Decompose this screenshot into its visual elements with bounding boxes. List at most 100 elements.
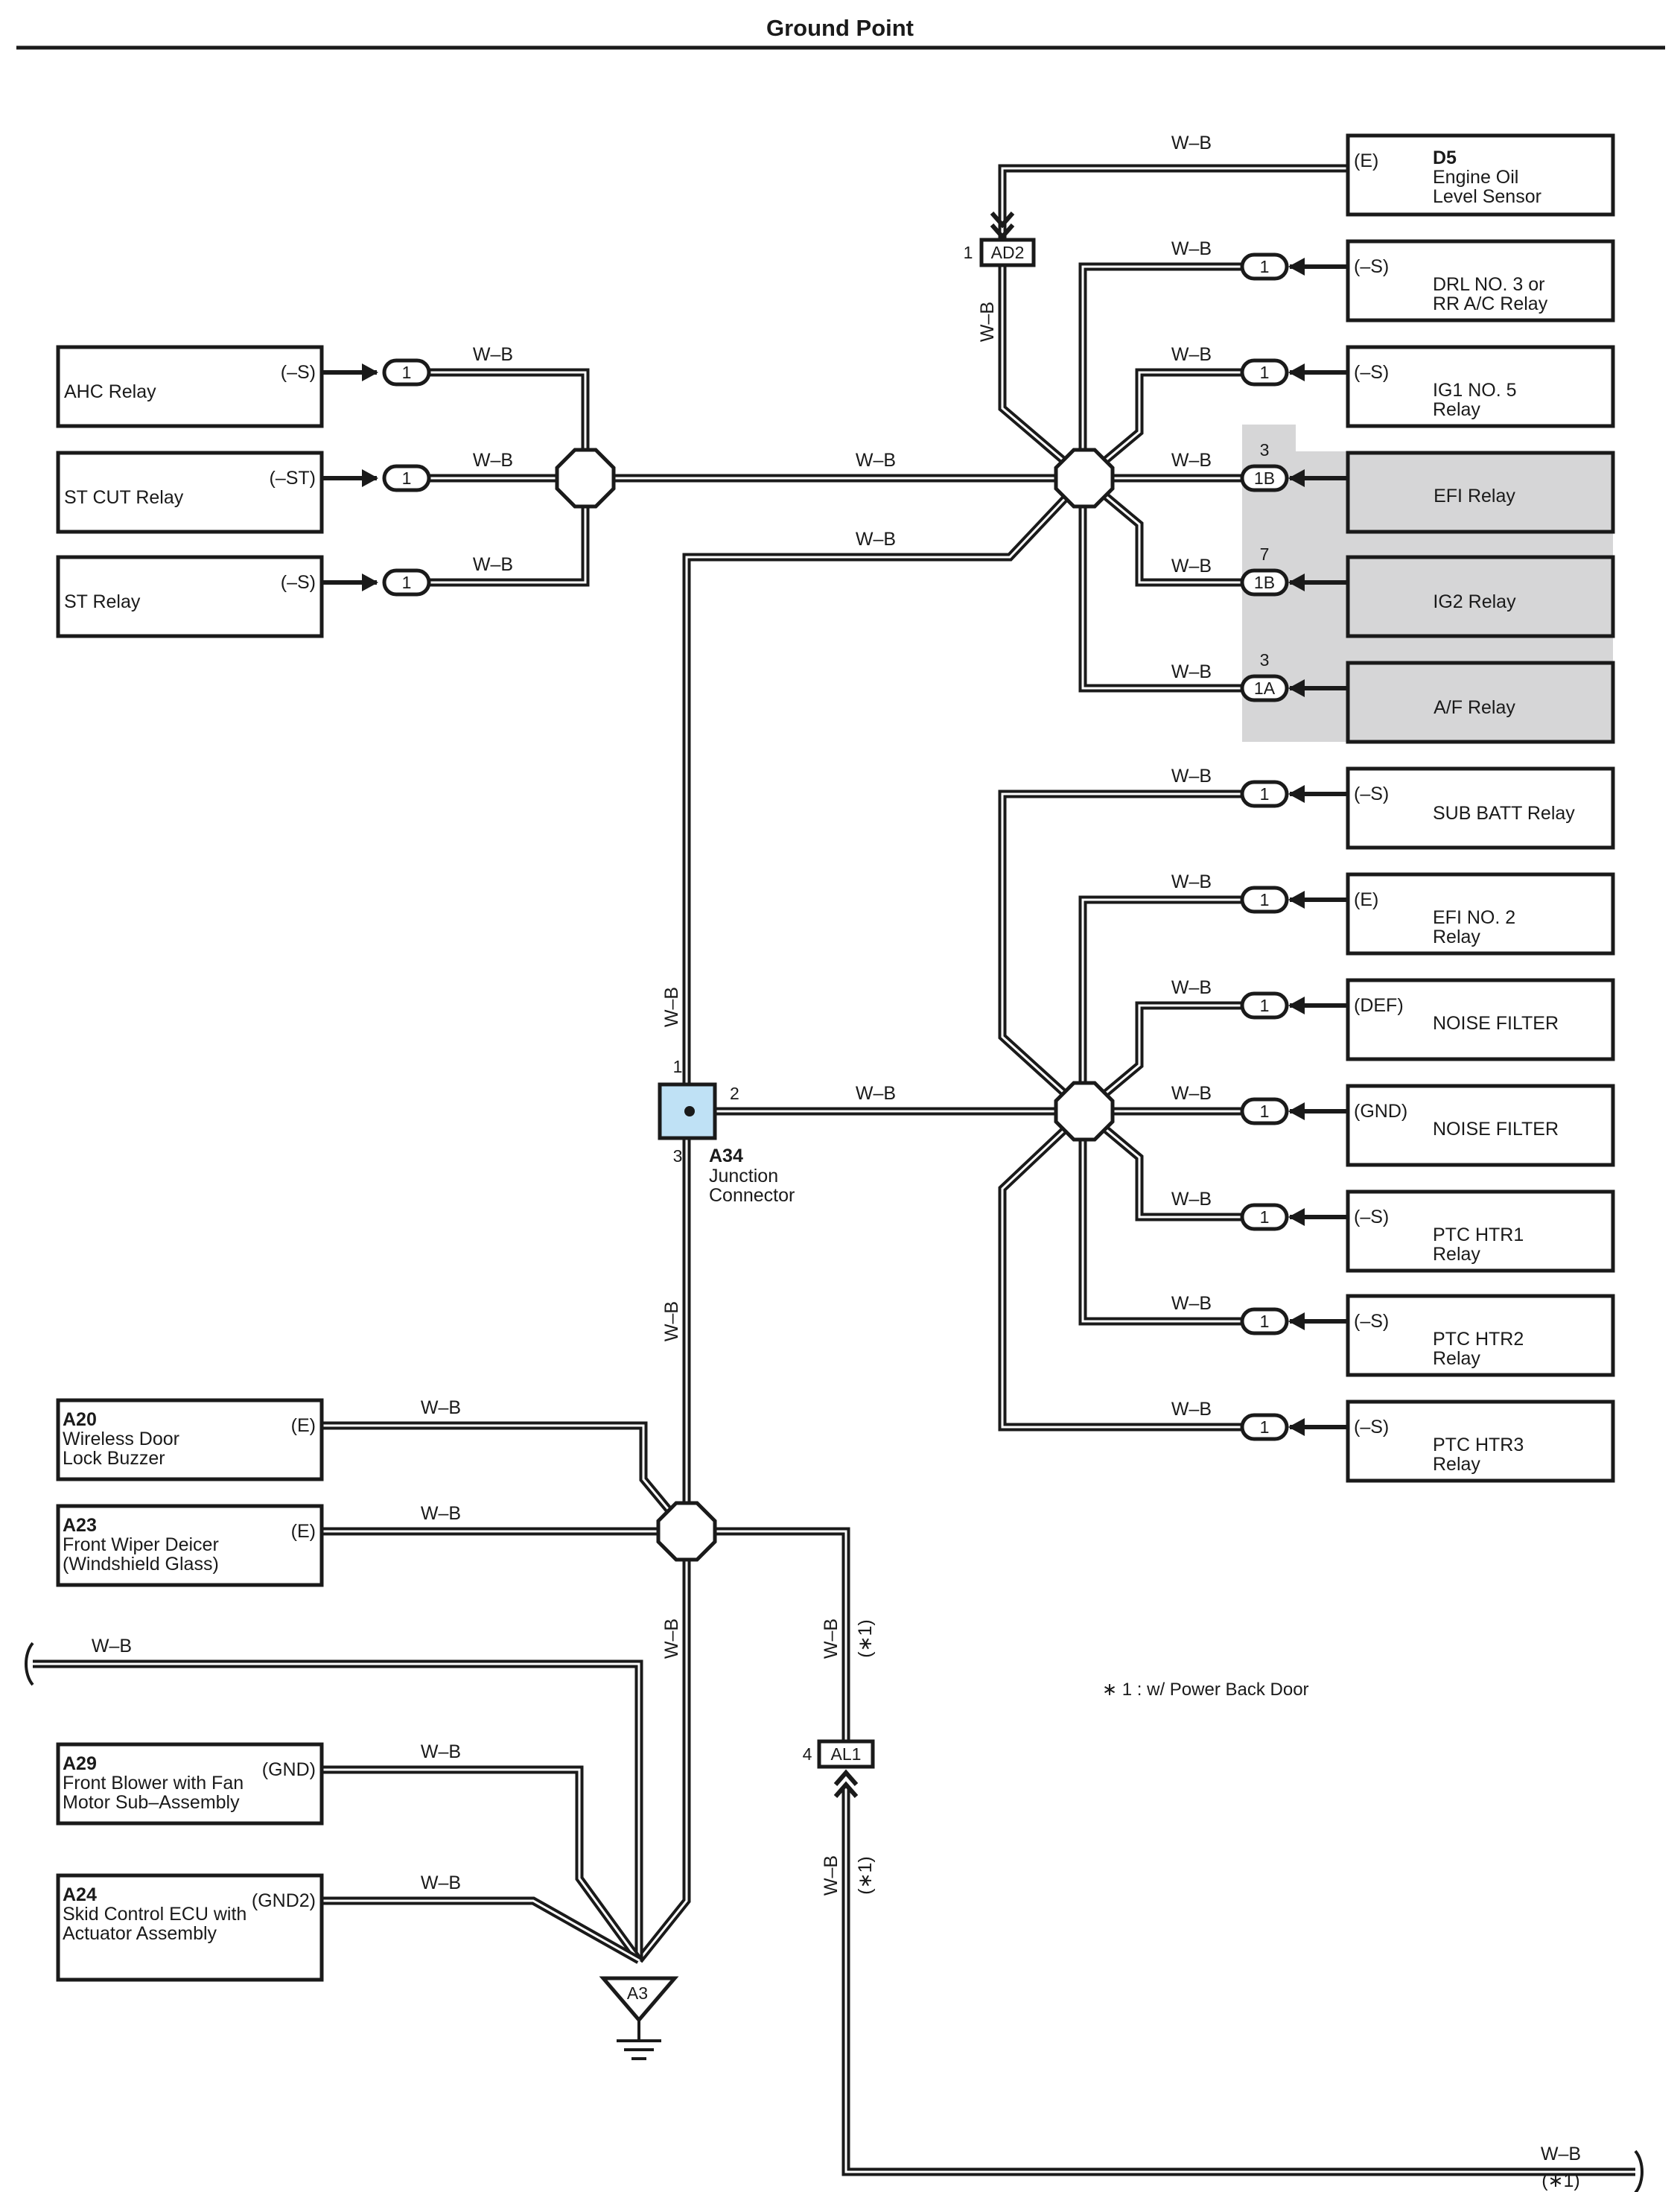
option-tag: (∗1) [855,1856,876,1895]
component-terminal: (GND2) [252,1890,316,1911]
component-ptc-htr1-relay: (–S) PTC HTR1 Relay 1 [1240,1189,1615,1273]
junction-pin-2: 2 [730,1084,739,1103]
wire-label: W–B [821,1618,841,1659]
wire-left-1 [424,368,590,478]
component-ahc-relay: AHC Relay (–S) 1 [56,345,431,428]
wire-label: W–B [1171,238,1212,259]
wire-left-3 [424,478,590,587]
wire-ptc1 [1081,1108,1250,1222]
ground-a3: A3 [599,1976,679,2060]
wire-break-right [1634,2150,1644,2192]
component-drl-no3-rr-ac-relay: (–S) DRL NO. 3 or RR A/C Relay 1 [1240,239,1615,323]
connector-ad2-pin: 1 [964,243,973,262]
component-code: A20 [63,1409,97,1430]
footnote: ∗ 1 : w/ Power Back Door [1102,1680,1309,1700]
component-name-line-1: EFI NO. 2 [1433,907,1515,928]
wire-upper-to-junction [682,475,1088,1111]
component-name-line-2: Relay [1433,1454,1480,1475]
component-code: D5 [1433,147,1457,168]
junction-connector-a34 [658,1082,717,1140]
wire-label: W–B [1171,344,1212,365]
component-terminal: (E) [291,1521,316,1542]
wire-left-edge [33,1659,643,1960]
component-name-line-2: RR A/C Relay [1433,293,1548,314]
component-name-line-1: Front Blower with Fan [63,1773,244,1794]
junction-pin-1: 1 [673,1057,683,1076]
component-ig1-no5-relay: (–S) IG1 NO. 5 Relay 1 [1240,345,1615,428]
wire-label: W–B [1171,133,1212,153]
wire-label: W–B [1171,977,1212,998]
component-a29-front-blower: A29 Front Blower with Fan Motor Sub–Asse… [56,1742,324,1826]
component-pin: 1 [1260,1207,1270,1227]
wire-label: W–B [1171,556,1212,576]
wire-ad2-down [998,265,1087,482]
wire-label: W–B [1171,871,1212,892]
wire-label: W–B [661,987,682,1027]
wire-label: W–B [1171,1399,1212,1420]
component-efi-no2-relay: (E) EFI NO. 2 Relay 1 [1240,872,1615,956]
component-code: A23 [63,1515,97,1536]
component-name-line-1: PTC HTR2 [1433,1329,1524,1350]
component-name-line-2: Level Sensor [1433,186,1541,207]
wire-label: W–B [473,554,513,575]
component-ptc-htr3-relay: (–S) PTC HTR3 Relay 1 [1240,1400,1615,1483]
component-terminal: (–S) [1354,1417,1389,1437]
component-pin-number: 3 [1260,650,1270,670]
wire-label: W–B [421,1503,461,1524]
wire-drl [1078,262,1250,478]
component-pin: 1 [1260,257,1270,276]
component-pin: 1 [1260,890,1270,909]
wire-label: W–B [1171,1189,1212,1210]
junction-pin-3: 3 [673,1146,683,1166]
wire-harness [33,164,1635,2176]
connector-al1-pin: 4 [803,1744,812,1764]
component-name: IG2 Relay [1433,591,1516,612]
component-terminal: (–S) [1354,1207,1389,1227]
junction-name-line-1: Junction [709,1166,778,1186]
component-name-line-2: Relay [1433,927,1480,947]
component-code: A24 [63,1884,97,1905]
component-terminal: (–ST) [270,468,316,489]
component-name-line-2: Relay [1433,1348,1480,1369]
component-name: A/F Relay [1434,697,1515,718]
wire-label: W–B [821,1855,841,1896]
component-pin: 1A [1254,679,1276,698]
wire-ig1 [1081,368,1250,482]
wire-label: W–B [1171,766,1212,787]
wire-label: W–B [661,1301,682,1341]
component-pin: 1 [402,468,412,488]
wire-label: W–B [421,1872,461,1893]
component-pin: 1 [1260,1417,1270,1437]
component-noise-filter-gnd: (GND) NOISE FILTER 1 [1240,1084,1615,1167]
wire-af [1078,478,1250,693]
connector-al1: AL1 4 [803,1739,875,1798]
option-tag: (∗1) [855,1619,876,1658]
component-name-line-2: Relay [1433,399,1480,420]
component-name-line-1: DRL NO. 3 or [1433,274,1545,295]
wire-label: W–B [856,450,896,471]
wire-a24 [323,1896,641,1964]
component-sub-batt-relay: (–S) SUB BATT Relay 1 [1240,766,1615,850]
wire-label: W–B [977,302,998,342]
component-code: A29 [63,1753,97,1774]
ground-code: A3 [627,1983,648,2003]
connector-al1-code: AL1 [831,1744,862,1764]
wire-noise-def [1081,1001,1250,1115]
component-terminal: (–S) [1354,256,1389,277]
wire-label: W–B [421,1741,461,1762]
wire-label: W–B [856,529,896,550]
component-terminal: (–S) [281,362,316,383]
component-pin: 1B [1254,573,1275,592]
connector-ad2: AD2 1 [964,212,1036,267]
component-efi-relay: EFI Relay 1B 3 [1240,440,1615,534]
component-pin: 1 [402,363,412,382]
component-ptc-htr2-relay: (–S) PTC HTR2 Relay 1 [1240,1294,1615,1377]
junction-code: A34 [709,1146,743,1166]
wire-a20 [323,1421,690,1534]
wire-a29 [323,1765,643,1963]
component-name-line-2: Motor Sub–Assembly [63,1792,240,1813]
component-terminal: (–S) [1354,362,1389,383]
component-pin: 1 [1260,996,1270,1015]
wire-ig2 [1081,474,1250,587]
